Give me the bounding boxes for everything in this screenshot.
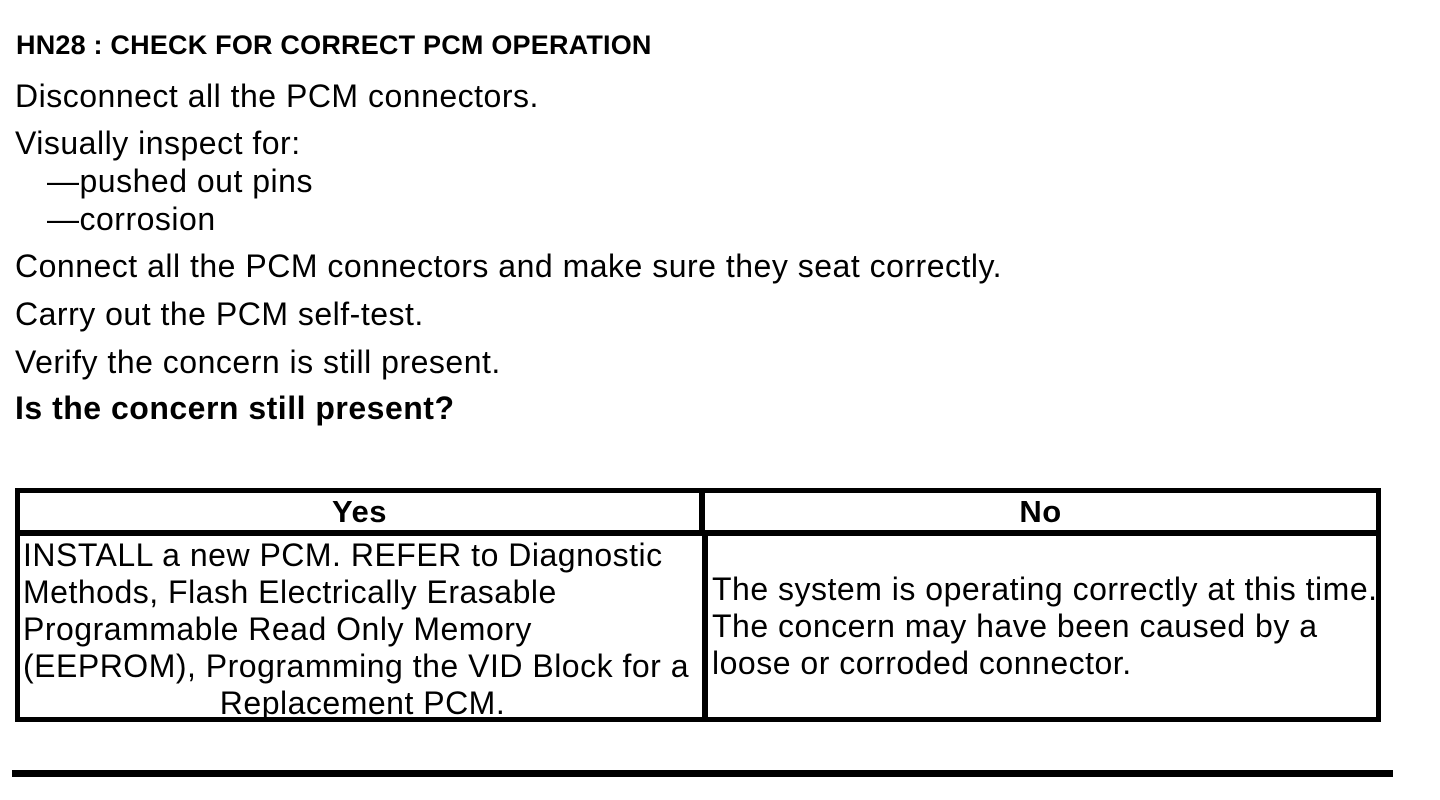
table-cell-line: The concern may have been caused by a	[712, 608, 1318, 644]
table-cell-line: Programmable Read Only Memory	[23, 611, 532, 647]
table-cell-line: Methods, Flash Electrically Erasable	[23, 574, 557, 610]
inspect-item-corrosion: —corrosion	[47, 201, 216, 237]
page-bottom-divider	[12, 770, 1393, 777]
table-cell-line: (EEPROM), Programming the VID Block for …	[23, 648, 690, 684]
decision-question: Is the concern still present?	[15, 390, 455, 426]
table-cell-line: INSTALL a new PCM. REFER to Diagnostic	[23, 537, 663, 573]
step-disconnect-connectors: Disconnect all the PCM connectors.	[15, 78, 539, 114]
step-connect-connectors: Connect all the PCM connectors and make …	[15, 248, 1003, 284]
step-visual-inspect-intro: Visually inspect for:	[15, 125, 301, 161]
inspect-item-pushed-out-pins: —pushed out pins	[47, 163, 313, 199]
no-action-cell: The system is operating correctly at thi…	[708, 536, 1376, 717]
step-pcm-self-test: Carry out the PCM self-test.	[15, 296, 424, 332]
pinpoint-test-heading: HN28 : CHECK FOR CORRECT PCM OPERATION	[16, 32, 652, 59]
table-cell-line: Replacement PCM.	[219, 685, 506, 717]
pinpoint-test-heading-text: HN28 : CHECK FOR CORRECT PCM OPERATION	[16, 30, 652, 60]
decision-table: Yes No INSTALL a new PCM. REFER to Diagn…	[15, 488, 1381, 722]
decision-table-header-row: Yes No	[20, 493, 1376, 536]
step-verify-concern: Verify the concern is still present.	[15, 344, 501, 380]
table-cell-line: loose or corroded connector.	[712, 645, 1132, 681]
yes-column-header: Yes	[20, 493, 705, 530]
no-column-header: No	[1019, 494, 1062, 529]
table-cell-line: The system is operating correctly at thi…	[712, 571, 1376, 607]
